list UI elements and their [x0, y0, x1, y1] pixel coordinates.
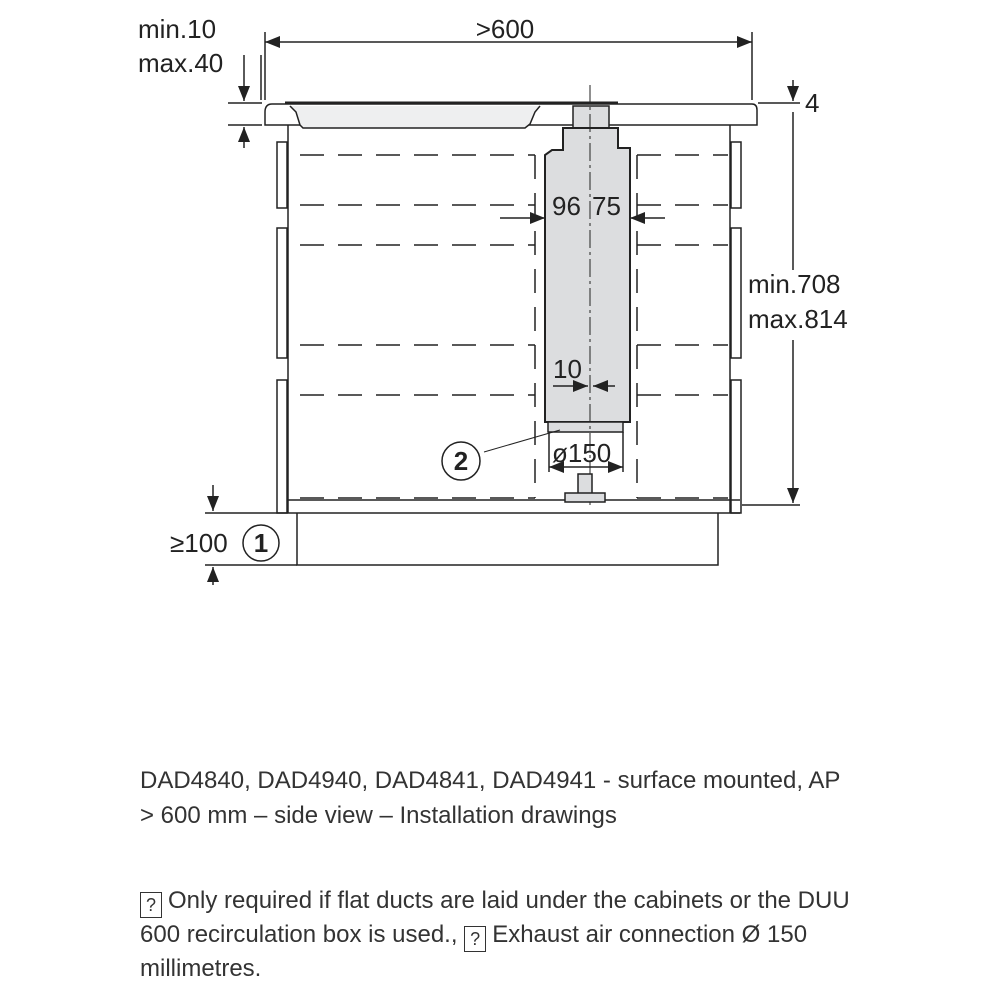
thickness-min-label: min.10	[138, 14, 216, 44]
dim-10-label: 10	[553, 354, 582, 384]
callout-1-circle	[242, 524, 280, 562]
unknown-glyph-icon: ?	[140, 892, 162, 918]
hob-body	[289, 105, 541, 129]
notes: ?Only required if flat ducts are laid un…	[140, 884, 880, 986]
height-dimension	[742, 80, 800, 506]
cabinet	[276, 125, 742, 566]
note-2: Exhaust air connection Ø 150 millimetres…	[140, 921, 808, 982]
exhaust-duct	[544, 105, 631, 433]
worktop	[264, 103, 758, 126]
callout-2-label: 2	[454, 446, 468, 476]
duct-foot	[564, 473, 606, 503]
dim-96-label: 96	[552, 191, 581, 221]
plinth	[296, 513, 719, 566]
width-dimension	[264, 32, 753, 100]
callout-1-label: 1	[254, 528, 268, 558]
width-label: >600	[476, 14, 535, 44]
drawer-outlines	[300, 154, 728, 499]
diameter-label: ø150	[552, 438, 611, 468]
thickness-max-label: max.40	[138, 48, 223, 78]
thickness-dimension	[228, 55, 262, 148]
plinth-min-label: ≥100	[170, 528, 228, 558]
dim-75-label: 75	[592, 191, 621, 221]
installation-drawing: >600 min.10 max.40 4 min.708 max.814 96 …	[138, 14, 848, 585]
height-max-label: max.814	[748, 304, 848, 334]
drawing-caption: DAD4840, DAD4940, DAD4841, DAD4941 - sur…	[140, 767, 840, 829]
callout-2-circle	[441, 441, 481, 481]
top-offset-label: 4	[805, 88, 819, 118]
note-1: Only required if flat ducts are laid und…	[140, 887, 850, 948]
height-min-label: min.708	[748, 269, 841, 299]
unknown-glyph-icon: ?	[464, 926, 487, 952]
